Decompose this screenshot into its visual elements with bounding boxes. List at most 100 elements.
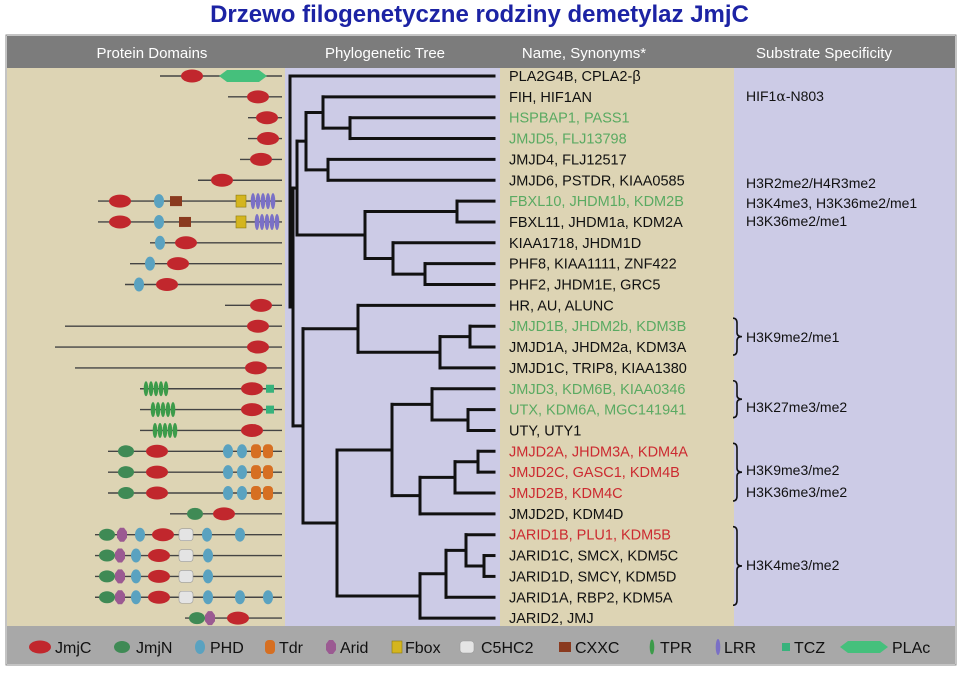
header-band [7,36,955,68]
legend-label: Fbox [405,640,441,657]
legend-band [7,626,955,664]
tpr-domain [155,402,161,418]
plac-domain [840,641,888,653]
protein-name: JMJD2B, KDM4C [509,486,623,502]
jmjn-domain [187,507,203,520]
jmjc-domain [250,298,272,312]
protein-name: UTX, KDM6A, MGC141941 [509,403,686,419]
jmjc-domain [245,361,267,375]
phd-domain [134,277,144,292]
lrr-domain [255,193,261,210]
phd-domain [263,590,273,605]
phd-domain [145,256,155,271]
jmjc-domain [148,549,170,563]
protein-name: JARID1B, PLU1, KDM5B [509,528,671,544]
phd-domain [235,527,245,542]
jmjn-domain [189,612,205,625]
tree-panel [285,68,500,626]
tdr-domain [251,444,261,459]
tdr-domain [263,486,273,500]
phd-domain [154,194,164,209]
legend-label: Tdr [279,640,304,657]
lrr-domain [254,213,260,230]
protein-name: JMJD6, PSTDR, KIAA0585 [509,173,685,189]
jmjc-domain [241,403,263,417]
jmjc-domain [250,152,272,166]
tcz-domain [266,384,274,393]
protein-name: JARID1D, SMCY, KDM5D [509,569,676,585]
jmjn-domain [99,528,115,541]
protein-name: JMJD2D, KDM4D [509,507,623,523]
jmjc-domain [241,382,263,396]
substrate-specificities: HIF1α-N803 H3R2me2/H4R3me2 H3K4me3, H3K3… [746,88,917,573]
lrr-domain [274,213,280,230]
protein-name: JARID2, JMJ [509,611,594,627]
protein-name: JMJD2A, JHDM3A, KDM4A [509,444,688,460]
jmjc-domain [175,236,197,250]
legend-label: PLAc [892,640,930,657]
jmjc-domain [256,111,278,125]
lrr-domain [715,639,721,655]
figure-title: Drzewo filogenetyczne rodziny demetylaz … [210,1,749,28]
lrr-domain [264,213,270,230]
c5hc2-domain [178,549,194,562]
tcz-domain [266,405,274,414]
arid-domain [115,569,125,584]
phd-domain [223,486,233,500]
cxxc-domain [170,196,182,207]
protein-name: FBXL11, JHDM1a, KDM2A [509,215,683,231]
protein-name: JMJD4, FLJ12517 [509,152,627,168]
protein-name: JARID1A, RBP2, KDM5A [509,590,673,606]
substrate-fbxl11: H3K36me2/me1 [746,213,847,229]
tpr-domain [143,381,149,397]
tpr-domain [170,402,176,418]
phd-domain [131,548,141,563]
jmjn-domain [118,466,134,479]
tcz-domain [782,643,790,651]
jmjn-domain [99,570,115,583]
protein-name: PHF2, JHDM1E, GRC5 [509,278,660,294]
legend-item-jmjn: JmjN [114,640,172,657]
jmjc-domain [181,69,203,83]
lrr-domain [259,213,265,230]
tpr-domain [153,381,159,397]
phd-domain [135,527,145,542]
lrr-domain [265,193,271,210]
protein-name: JMJD5, FLJ13798 [509,132,627,148]
phylogenetic-tree [288,74,496,620]
jmjc-domain [247,319,269,333]
jmjc-domain [152,528,174,542]
substrate-hif-prefix: HIF1 [746,88,777,104]
c5hc2-domain [178,570,194,583]
substrate-hif-greek: α [776,89,786,105]
substrate-panel [734,68,955,626]
lrr-domain [260,193,266,210]
cxxc-domain [179,216,191,227]
tpr-domain [157,422,163,438]
jmjc-domain [227,611,249,625]
jmjc-domain [146,444,168,458]
fbox-domain [391,640,403,654]
tpr-domain [158,381,164,397]
protein-name: HR, AU, ALUNC [509,298,614,314]
jmjc-domain [148,569,170,583]
tpr-domain [167,422,173,438]
phd-domain [195,640,205,654]
phd-domain [154,214,164,229]
arid-domain [205,611,215,626]
jmjc-domain [148,590,170,604]
tdr-domain [263,444,273,459]
tdr-domain [251,486,261,500]
phd-domain [223,465,233,480]
arid-domain [326,640,336,654]
substrate-bracket [732,379,743,419]
jmjc-domain [146,486,168,500]
jmjn-domain [118,487,134,499]
header-protein-domains: Protein Domains [97,45,208,62]
protein-name: PHF8, KIAA1111, ZNF422 [509,257,677,273]
arid-domain [115,548,125,563]
phd-domain [237,486,247,500]
legend-item-cxxc: CXXC [559,640,619,657]
substrate-kdm3: H3K9me2/me1 [746,329,840,345]
domain-shapes [99,69,280,626]
